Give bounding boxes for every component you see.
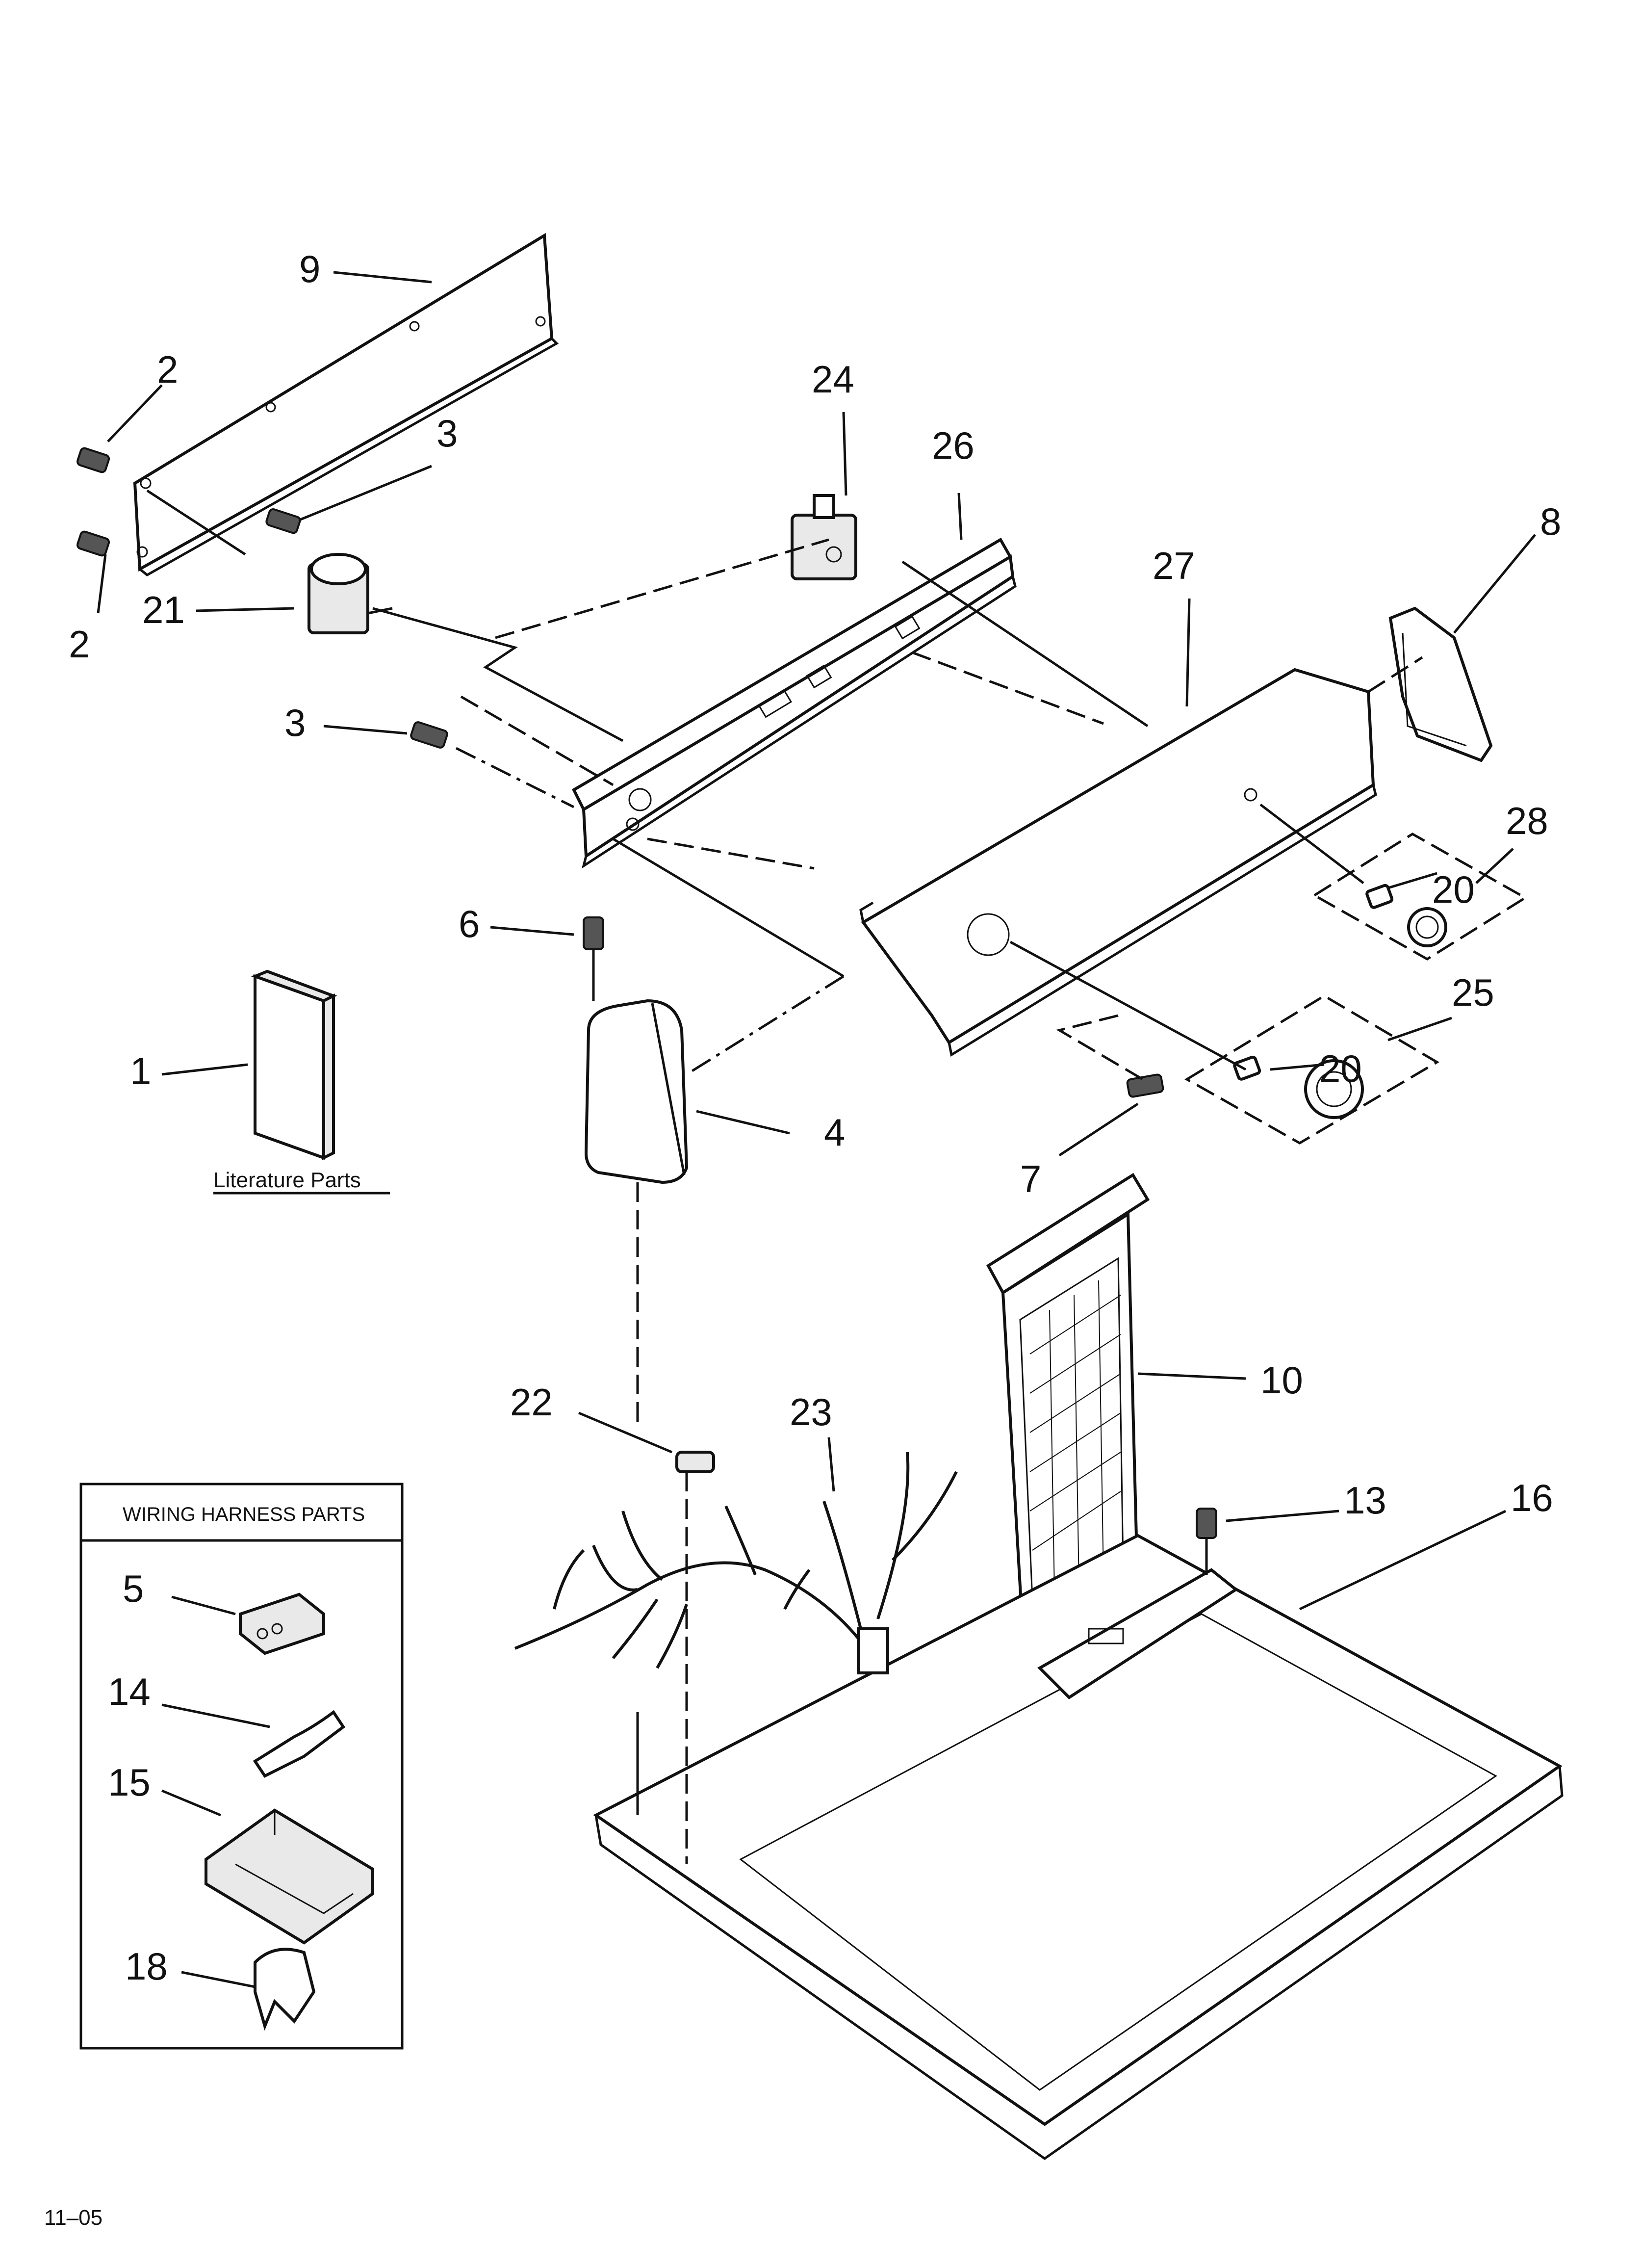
callout-23: 23: [790, 1390, 832, 1434]
callout-9: 9: [299, 247, 320, 290]
literature-parts-label: Literature Parts: [213, 1168, 361, 1192]
harness-clip: [675, 1451, 715, 1473]
screw-13: [1196, 1508, 1217, 1575]
wire-harness: [514, 1452, 958, 1674]
console-end-cap-left: [584, 999, 689, 1184]
console: [859, 668, 1377, 1057]
footer-code: 11–05: [44, 2206, 103, 2230]
callout-6: 6: [459, 902, 480, 945]
callout-24: 24: [812, 358, 854, 401]
callout-14: 14: [108, 1670, 151, 1713]
connector-5: [239, 1592, 325, 1655]
screw-3-upper: [265, 508, 301, 534]
screw-2-upper: [76, 447, 110, 473]
callout-26: 26: [932, 424, 975, 467]
console-end-cap: [1388, 606, 1493, 762]
callout-27: 27: [1153, 544, 1195, 587]
callout-8: 8: [1540, 500, 1561, 543]
callout-28: 28: [1506, 799, 1548, 842]
terminal-14: [253, 1710, 346, 1778]
callout-3-upper: 3: [436, 412, 458, 455]
screw-7: [1126, 1073, 1164, 1098]
push-to-start-switch: [791, 494, 857, 580]
leader-lines: [97, 271, 1536, 1611]
callout-3-lower: 3: [284, 701, 306, 744]
callout-18: 18: [125, 1945, 168, 1988]
callout-2-upper: 2: [157, 348, 178, 391]
lint-screen: [986, 1173, 1150, 1631]
callout-16: 16: [1511, 1476, 1553, 1519]
callout-1: 1: [130, 1049, 151, 1093]
screw-2-lower: [76, 530, 110, 557]
callout-labels: 9 2 2 3 21 3 24 26 27 8 28 20 25 20 6 1 …: [69, 247, 1561, 1988]
callout-5: 5: [123, 1567, 144, 1610]
screw-3-lower: [410, 721, 448, 749]
knob-assembly-25: [1184, 994, 1439, 1145]
dryer-top: [593, 1534, 1564, 2161]
connector-block-15: [205, 1808, 374, 1945]
callout-4: 4: [824, 1111, 845, 1154]
clip-18: [254, 1948, 316, 2031]
wiring-harness-parts-box: WIRING HARNESS PARTS: [79, 1483, 404, 2050]
screw-6: [583, 916, 604, 1001]
callout-25: 25: [1452, 971, 1494, 1014]
rear-console-panel: [133, 233, 559, 577]
console-bracket: [572, 537, 1017, 869]
callout-15: 15: [108, 1761, 151, 1804]
callout-13: 13: [1344, 1479, 1386, 1522]
callout-20-lower: 20: [1319, 1047, 1362, 1090]
lint-screen-mesh: [1029, 1280, 1121, 1592]
literature-booklet: [251, 969, 337, 1160]
timer: [308, 553, 393, 634]
callout-10: 10: [1260, 1358, 1303, 1402]
callout-21: 21: [142, 588, 185, 631]
harness-box-title: WIRING HARNESS PARTS: [123, 1504, 365, 1525]
callout-7: 7: [1020, 1157, 1041, 1200]
callout-2-lower: 2: [69, 623, 90, 666]
callout-20-upper: 20: [1432, 868, 1475, 911]
assembly-lines: [146, 489, 1423, 1864]
knob-assembly-28: [1312, 833, 1528, 961]
callout-22: 22: [510, 1381, 553, 1424]
